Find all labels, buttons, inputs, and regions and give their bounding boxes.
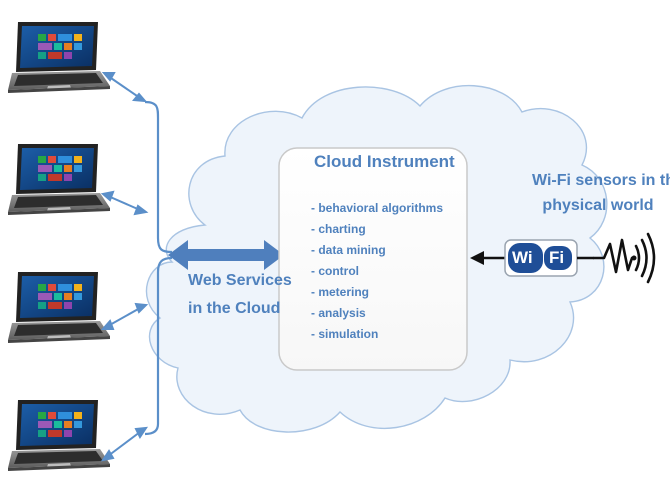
wifi-logo-icon	[504, 239, 578, 277]
sensor-signal-icon	[592, 232, 656, 284]
thick-double-arrow	[168, 240, 284, 270]
wifi-arrow	[470, 251, 506, 265]
cloud-instrument-box	[278, 147, 468, 371]
cloud-label-line1: Web Services	[188, 272, 292, 289]
instrument-item: - simulation	[311, 327, 379, 341]
connector-bracket-bottom	[144, 256, 173, 436]
laptop-icon	[8, 272, 110, 343]
instrument-item: - metering	[311, 285, 370, 299]
connector-bracket-top	[144, 100, 173, 254]
instrument-item: - data mining	[311, 243, 386, 257]
laptop-icon	[8, 144, 110, 215]
sensors-label-line2: physical world	[542, 197, 654, 214]
instrument-title: Cloud Instrument	[314, 152, 455, 171]
wifi-logo-fi: Fi	[549, 248, 565, 267]
wifi-logo-wi: Wi	[512, 248, 533, 267]
laptop-arrows	[100, 72, 149, 462]
sensors-label-line1: Wi-Fi sensors in the	[532, 172, 670, 189]
instrument-item: - behavioral algorithms	[311, 201, 444, 215]
cloud-label-line2: in the Cloud	[188, 300, 281, 317]
instrument-item: - control	[311, 264, 359, 278]
instrument-item: - analysis	[311, 306, 366, 320]
laptop-icon	[8, 400, 110, 471]
laptop-icon	[8, 22, 110, 93]
instrument-item: - charting	[311, 222, 366, 236]
